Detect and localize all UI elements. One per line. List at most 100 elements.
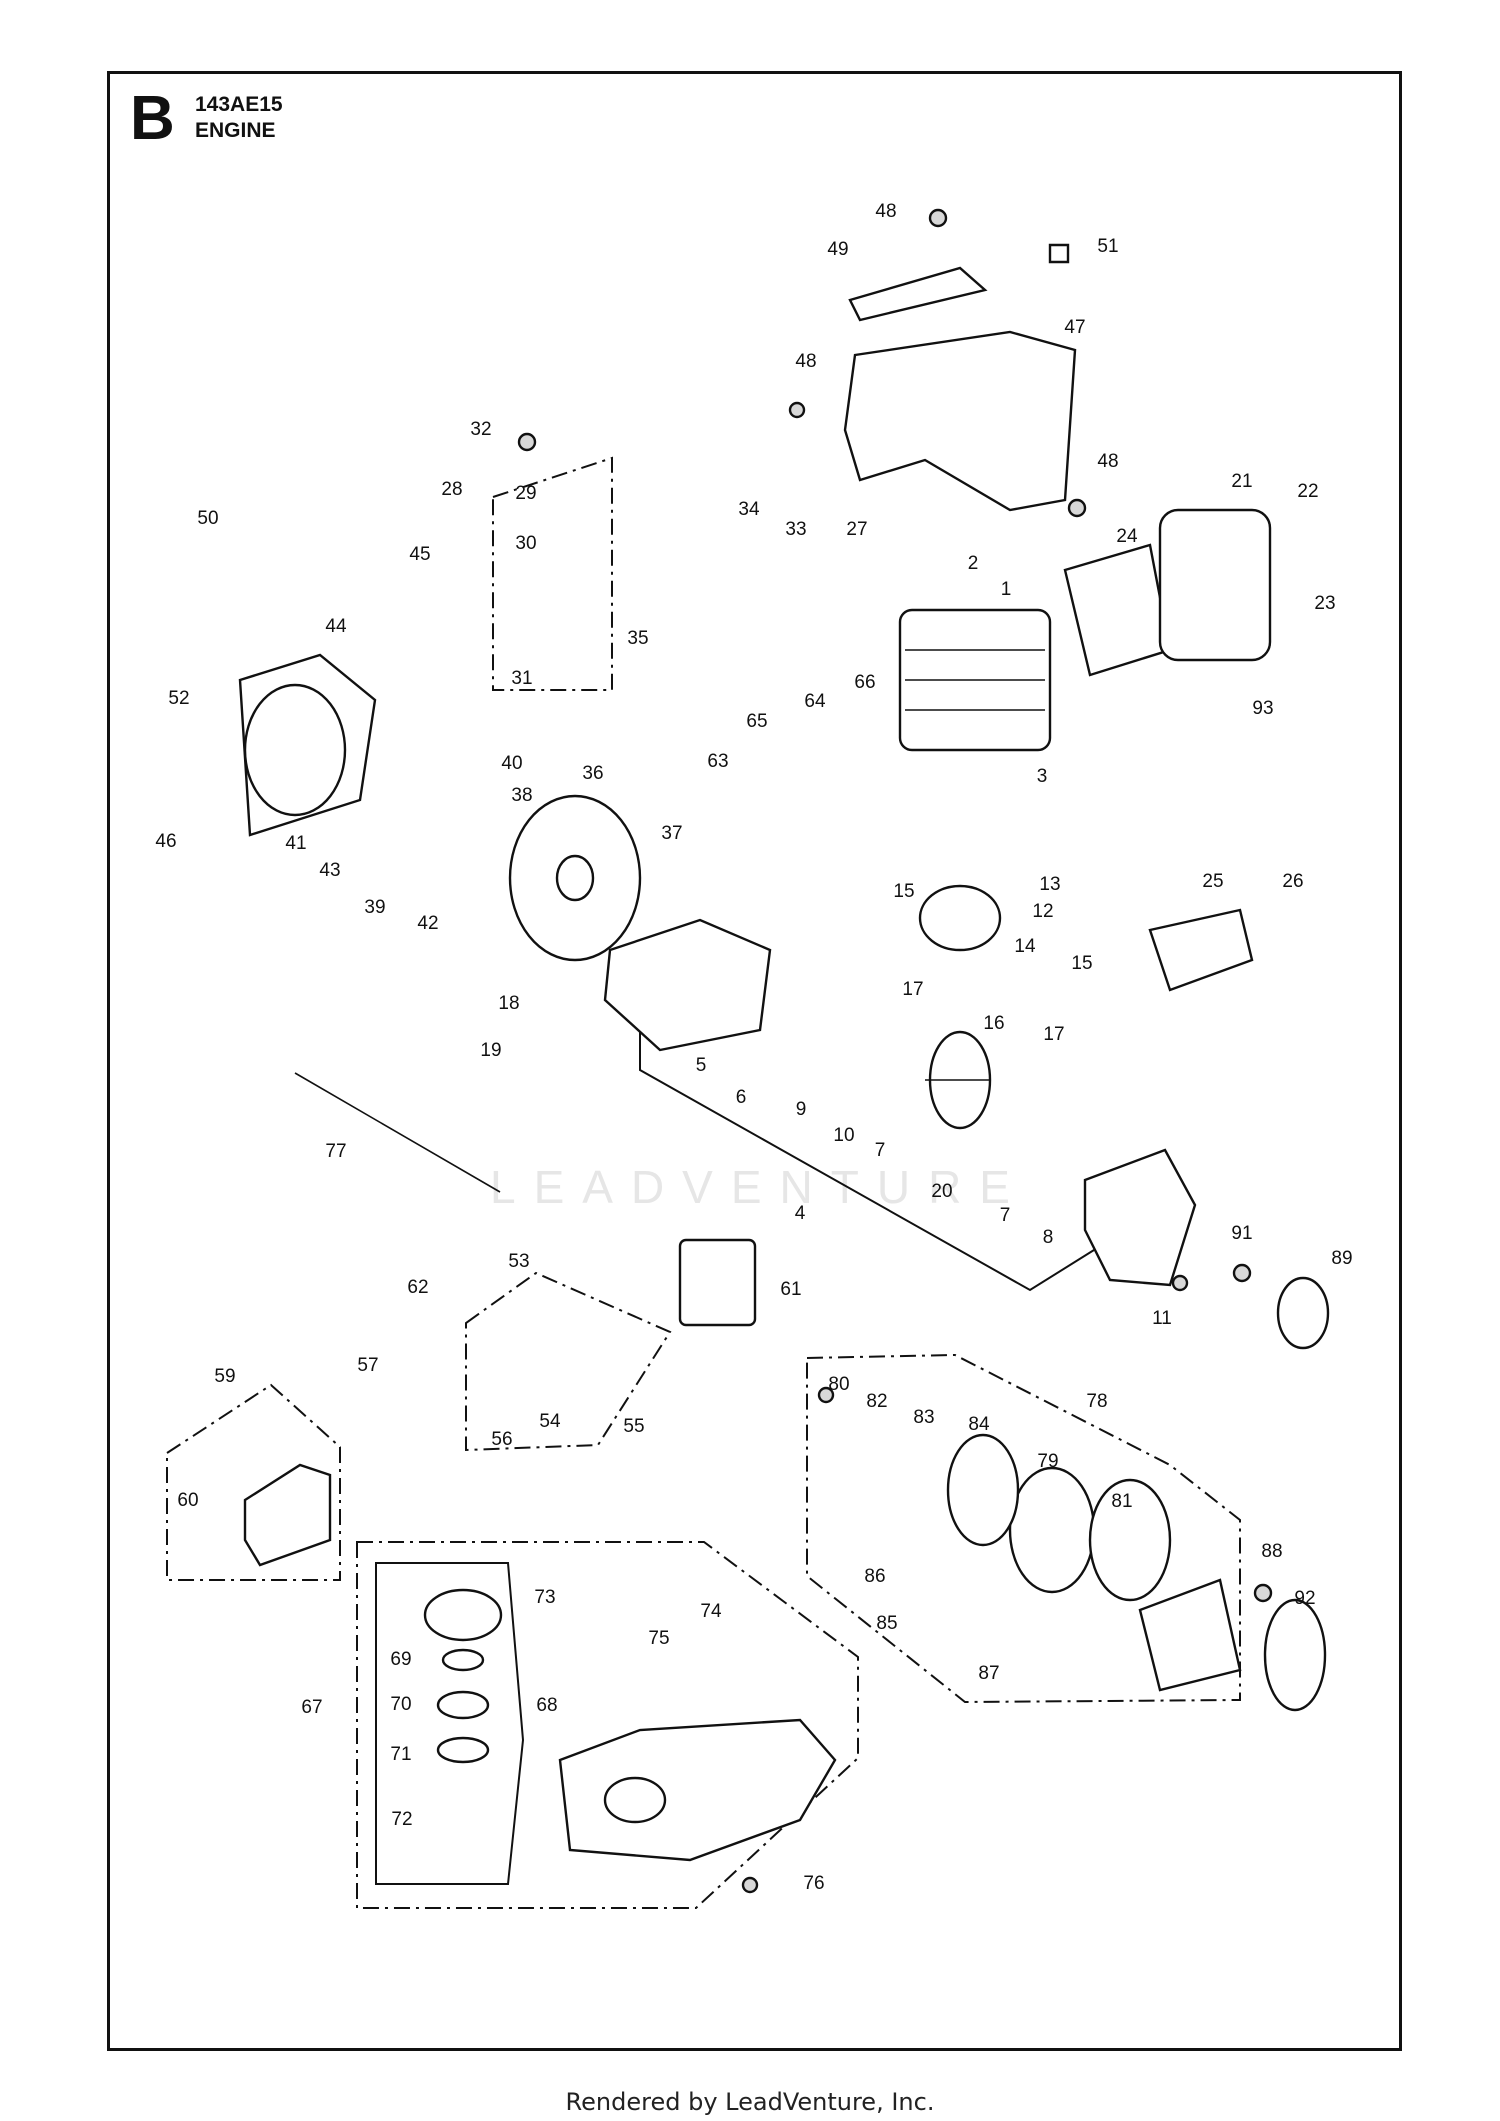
callout-label: 52 (168, 688, 189, 709)
callout-label: 79 (1037, 1451, 1058, 1472)
callout-label: 56 (491, 1429, 512, 1450)
callout-label: 54 (539, 1411, 561, 1432)
callout-label: 70 (390, 1694, 411, 1715)
callout-label: 85 (876, 1613, 897, 1634)
crankshaft (925, 1030, 992, 1130)
watermark: LEADVENTURE (490, 1161, 1028, 1213)
crankcase-half-right (1083, 1148, 1197, 1287)
callout-label: 78 (1086, 1391, 1107, 1412)
callout-label: 17 (902, 979, 923, 1000)
callout-label: 47 (1064, 317, 1085, 338)
callout-label: 75 (648, 1628, 669, 1649)
callout-label: 53 (508, 1251, 529, 1272)
callout-label: 60 (177, 1490, 198, 1511)
bolts-and-small-parts (517, 208, 1330, 1894)
callout-label: 39 (364, 897, 385, 918)
callout-label: 49 (827, 239, 848, 260)
carburetor (678, 1238, 757, 1327)
callout-label: 29 (515, 483, 536, 504)
engine-cover (843, 243, 1077, 512)
callout-label: 27 (846, 519, 867, 540)
callout-label: 67 (301, 1697, 322, 1718)
callout-label: 8 (1043, 1227, 1054, 1248)
callout-label: 88 (1261, 1541, 1282, 1562)
callout-label: 41 (285, 833, 306, 854)
callout-label: 84 (968, 1414, 990, 1435)
crankcase-half-left (603, 918, 772, 1052)
callout-label: 16 (983, 1013, 1004, 1034)
starter-pulley (946, 1433, 1172, 1602)
callout-label: 45 (409, 544, 430, 565)
callout-label: 1 (1001, 579, 1012, 600)
callout-label: 9 (796, 1099, 807, 1120)
callout-label: 64 (804, 691, 826, 712)
callout-label: 91 (1231, 1223, 1252, 1244)
callout-label: 55 (623, 1416, 644, 1437)
callout-label: 92 (1294, 1588, 1315, 1609)
cylinder (898, 608, 1052, 752)
callout-label: 21 (1231, 471, 1252, 492)
callout-label: 42 (417, 913, 438, 934)
callout-label: 14 (1014, 936, 1036, 957)
callout-label: 59 (214, 1366, 235, 1387)
callout-label: 17 (1043, 1024, 1064, 1045)
callout-label: 73 (534, 1587, 555, 1608)
callout-label: 7 (875, 1140, 886, 1161)
callout-label: 13 (1039, 874, 1060, 895)
callout-label: 40 (501, 753, 522, 774)
callout-label: 68 (536, 1695, 557, 1716)
callout-label: 86 (864, 1566, 885, 1587)
callout-label: 15 (1071, 953, 1092, 974)
callout-label: 80 (828, 1374, 849, 1395)
callout-label: 87 (978, 1663, 999, 1684)
callout-label: 38 (511, 785, 532, 806)
callout-label: 81 (1111, 1491, 1132, 1512)
callout-label: 50 (197, 508, 218, 529)
callout-label: 26 (1282, 871, 1303, 892)
callout-label: 19 (480, 1040, 501, 1061)
callout-label: 66 (854, 672, 875, 693)
flywheel (508, 794, 642, 962)
callout-label: 48 (795, 351, 816, 372)
callout-label: 35 (627, 628, 648, 649)
callout-label: 69 (390, 1649, 411, 1670)
callout-label: 83 (913, 1407, 934, 1428)
callout-label: 63 (707, 751, 728, 772)
callout-label: 7 (1000, 1205, 1011, 1226)
callout-label: 33 (785, 519, 806, 540)
callout-label: 51 (1097, 236, 1118, 257)
callout-label: 74 (700, 1601, 722, 1622)
callout-label: 76 (803, 1873, 824, 1894)
callout-label: 71 (390, 1744, 411, 1765)
starter-housing (1138, 1578, 1327, 1712)
callout-label: 72 (391, 1809, 412, 1830)
fuel-tank-group-box (356, 1541, 859, 1909)
carburetor-adapter-group-box (465, 1271, 672, 1452)
callout-label: 65 (746, 711, 767, 732)
callout-label: 62 (407, 1277, 428, 1298)
callout-label: 6 (736, 1087, 747, 1108)
section-letter: B (130, 84, 175, 153)
callout-label: 48 (1097, 451, 1118, 472)
callout-label: 89 (1331, 1248, 1352, 1269)
callout-label: 44 (325, 616, 347, 637)
callout-label: 31 (511, 668, 532, 689)
footer-credit: Rendered by LeadVenture, Inc. (565, 2088, 935, 2116)
air-filter-group-box (166, 1383, 341, 1581)
air-filter-cover (243, 1463, 332, 1567)
callout-label: 82 (866, 1391, 887, 1412)
callout-label: 48 (875, 201, 896, 222)
callout-label: 10 (833, 1125, 854, 1146)
callout-label: 22 (1297, 481, 1318, 502)
ignition-housing (238, 653, 377, 837)
callout-label: 28 (441, 479, 462, 500)
callout-label: 15 (893, 881, 914, 902)
callout-label: 46 (155, 831, 176, 852)
callout-label: 36 (582, 763, 603, 784)
callout-label: 4 (795, 1203, 806, 1224)
callout-label: 25 (1202, 871, 1223, 892)
callout-label: 23 (1314, 593, 1335, 614)
throttle-cable (294, 1072, 501, 1193)
